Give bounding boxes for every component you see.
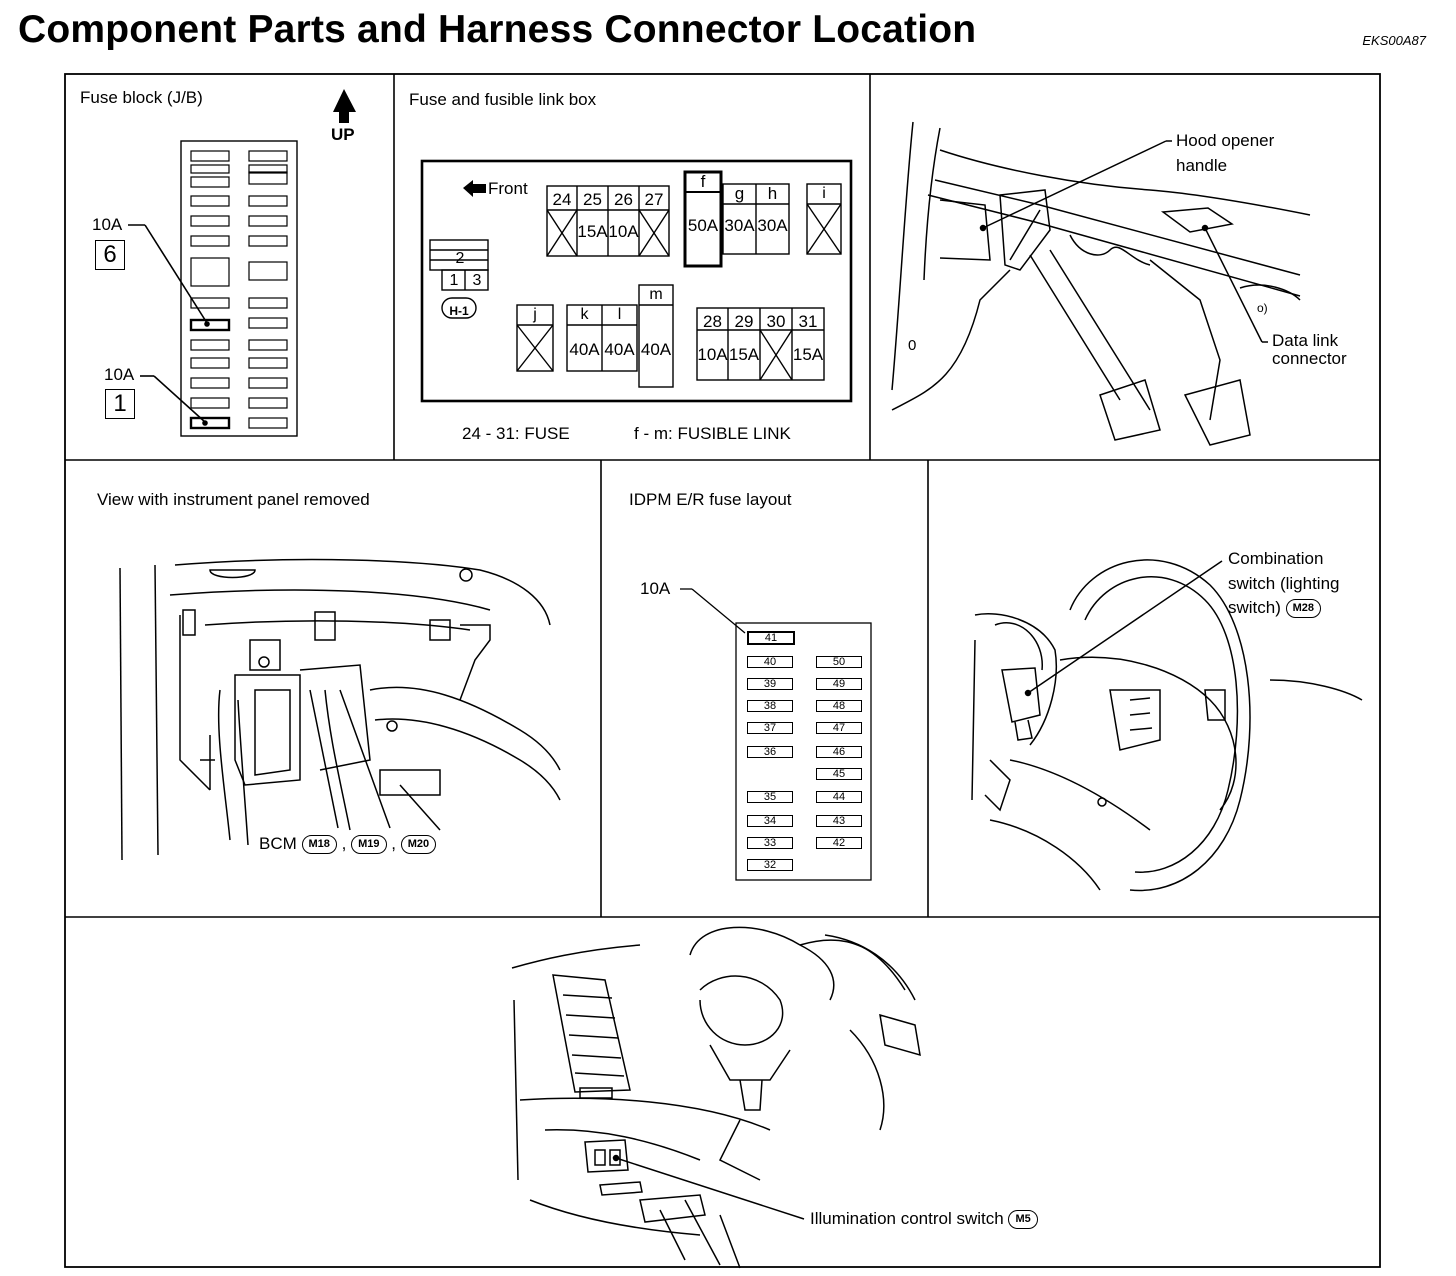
idpm-fuse-45: 45 xyxy=(816,768,862,780)
connector-m19: M19 xyxy=(351,835,387,855)
idpm-fuse-48: 48 xyxy=(816,700,862,712)
link-l-id: l xyxy=(617,306,622,323)
page-title: Component Parts and Harness Connector Lo… xyxy=(18,8,977,51)
idpm-fuse-32: 32 xyxy=(747,859,793,871)
bcm-connector-group: BCM M18 , M19 , M20 xyxy=(259,834,437,855)
front-label: Front xyxy=(488,179,528,198)
fuse-24-number: 24 xyxy=(552,190,572,209)
fuse-1-number: 1 xyxy=(105,389,135,419)
connector-m20: M20 xyxy=(400,835,437,855)
idpm-fuse-42: 42 xyxy=(816,837,862,849)
legend-fuse: 24 - 31: FUSE xyxy=(462,424,570,443)
link-j-id: j xyxy=(533,306,537,323)
idpm-fuse-44: 44 xyxy=(816,791,862,803)
idpm-fuse-47: 47 xyxy=(816,722,862,734)
relay-connector: H-1 xyxy=(449,304,469,318)
svg-text:0: 0 xyxy=(908,337,916,354)
idpm-fuse-41: 41 xyxy=(747,631,795,645)
fuse-29-amp: 15A xyxy=(728,345,760,364)
idpm-fuse-39: 39 xyxy=(747,678,793,690)
link-m-amp: 40A xyxy=(640,340,672,359)
fuse-block-title: Fuse block (J/B) xyxy=(80,88,203,107)
idpm-fuse-49: 49 xyxy=(816,678,862,690)
fuse-6-amp-label: 10A xyxy=(92,215,123,234)
fuse-6-number: 6 xyxy=(95,240,125,270)
idpm-fuse-34: 34 xyxy=(747,815,793,827)
instrument-panel-drawing xyxy=(119,558,561,861)
idpm-fuse-50: 50 xyxy=(816,656,862,668)
link-l-amp: 40A xyxy=(604,340,635,359)
idpm-fuse-46: 46 xyxy=(816,746,862,758)
separator-2: , xyxy=(391,834,396,853)
link-g-amp: 30A xyxy=(724,216,755,235)
idpm-fuse-35: 35 xyxy=(747,791,793,803)
idpm-title: IDPM E/R fuse layout xyxy=(629,490,792,509)
link-h-id: h xyxy=(767,184,778,203)
combination-switch-label-line2: switch (lighting xyxy=(1228,574,1340,593)
relay-right: 3 xyxy=(472,272,482,289)
data-link-label-line1: Data link xyxy=(1272,331,1339,350)
fuse-27-number: 27 xyxy=(644,190,664,209)
combination-switch-label-line1: Combination xyxy=(1228,549,1324,568)
link-m-id: m xyxy=(649,286,663,303)
fuse-1-amp-label: 10A xyxy=(104,365,135,384)
link-f-amp: 50A xyxy=(687,216,719,235)
idpm-fuse-36: 36 xyxy=(747,746,793,758)
fuse-link-box-title: Fuse and fusible link box xyxy=(409,90,597,109)
fuse-link-box-drawing xyxy=(420,159,853,403)
link-i-id: i xyxy=(822,185,826,202)
illumination-switch-text: Illumination control switch xyxy=(810,1209,1004,1228)
fuse-26-amp: 10A xyxy=(608,222,639,241)
fuse-25-number: 25 xyxy=(583,190,602,209)
connector-m5: M5 xyxy=(1008,1210,1038,1230)
relay-left: 1 xyxy=(449,272,459,289)
svg-text:o): o) xyxy=(1257,301,1268,315)
dash-lower-drawing: 0 o) xyxy=(891,121,1311,446)
link-k-amp: 40A xyxy=(569,340,600,359)
fuse-31-amp: 15A xyxy=(792,345,824,364)
fuse-31-number: 31 xyxy=(798,312,818,331)
idpm-fuse-33: 33 xyxy=(747,837,793,849)
connector-m28: M28 xyxy=(1285,599,1322,619)
fuse-30-number: 30 xyxy=(766,312,786,331)
fuse-28-number: 28 xyxy=(703,312,722,331)
document-code: EKS00A87 xyxy=(1362,33,1426,48)
fuse-29-number: 29 xyxy=(734,312,754,331)
combination-switch-label-text: switch) xyxy=(1228,598,1281,617)
link-g-id: g xyxy=(734,184,745,203)
relay-top: 2 xyxy=(455,250,465,267)
idpm-fuse-37: 37 xyxy=(747,722,793,734)
idpm-fuse-38: 38 xyxy=(747,700,793,712)
fuse-block-drawing xyxy=(128,89,356,437)
link-h-amp: 30A xyxy=(757,216,788,235)
idpm-fuse-40: 40 xyxy=(747,656,793,668)
dash-left-drawing xyxy=(511,926,921,1269)
idpm-fuse-drawing xyxy=(680,588,872,881)
link-f-id: f xyxy=(700,172,706,191)
steering-column-drawing xyxy=(971,559,1363,892)
hood-opener-label-line1: Hood opener xyxy=(1176,131,1275,150)
idpm-fuse-43: 43 xyxy=(816,815,862,827)
hood-opener-label-line2: handle xyxy=(1176,156,1228,175)
fuse-28-amp: 10A xyxy=(697,345,728,364)
fuse-25-amp: 15A xyxy=(577,222,608,241)
fuse-26-number: 26 xyxy=(614,190,633,209)
separator-1: , xyxy=(341,834,347,853)
instrument-panel-title: View with instrument panel removed xyxy=(97,490,370,509)
link-k-id: k xyxy=(580,306,589,323)
idpm-amp-label: 10A xyxy=(640,579,671,598)
legend-fusible-link: f - m: FUSIBLE LINK xyxy=(634,424,791,443)
data-link-label-line2: connector xyxy=(1272,349,1347,368)
combination-switch-label-line3: switch) M28 xyxy=(1228,598,1322,619)
illumination-switch-label: Illumination control switch M5 xyxy=(810,1209,1038,1230)
bcm-label: BCM xyxy=(259,834,297,853)
up-label: UP xyxy=(331,125,355,144)
connector-m18: M18 xyxy=(301,835,337,855)
